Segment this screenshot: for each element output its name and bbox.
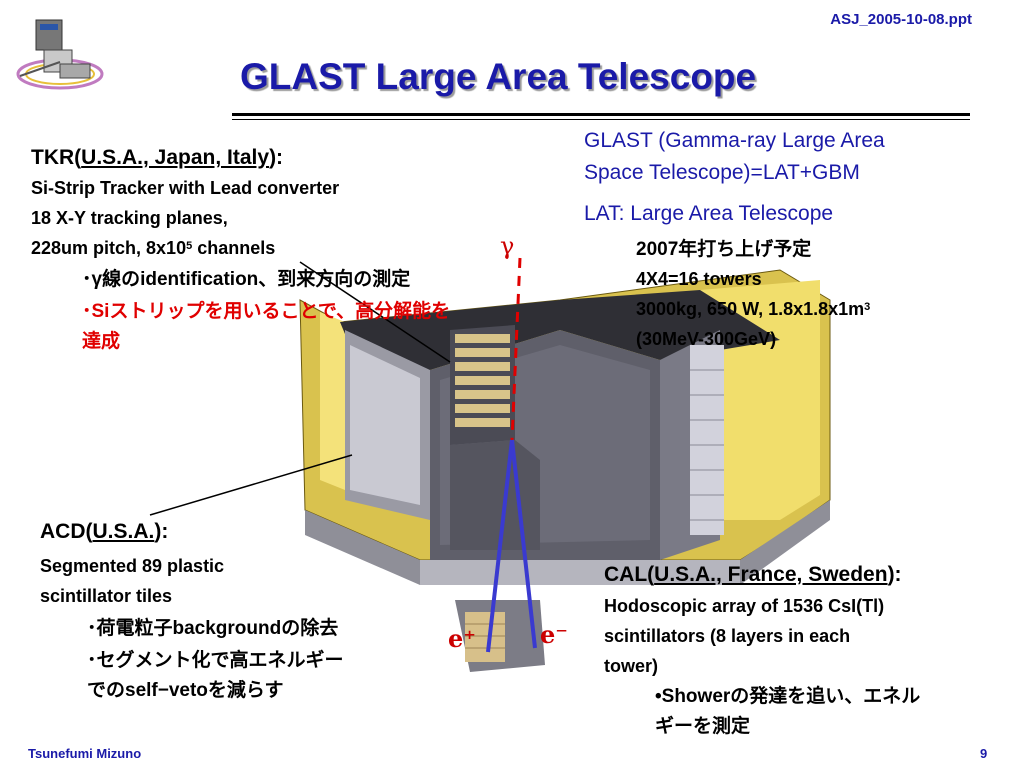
acd-heading: ACD(U.S.A.):	[40, 520, 169, 543]
acd-line2: scintillator tiles	[40, 586, 173, 606]
gamma-label: γ	[500, 232, 515, 260]
specs: 3000kg, 650 W, 1.8x1.8x1m3	[636, 299, 871, 319]
acd-bullet1: ･荷電粒子backgroundの除去	[87, 618, 339, 639]
tkr-line1: Si-Strip Tracker with Lead converter	[31, 178, 340, 198]
tkr-heading: TKR(U.S.A., Japan, Italy):	[31, 146, 284, 169]
tkr-line3: 228um pitch, 8x105 channels	[31, 238, 276, 258]
glast-line1: GLAST (Gamma-ray Large Area	[584, 129, 885, 152]
acd-line1: Segmented 89 plastic	[40, 556, 225, 576]
acd-bullet2: ･セグメント化で高エネルギー	[87, 650, 344, 671]
cal-bullet1-cont: ギーを測定	[655, 716, 751, 737]
tkr-bullet1: ･γ線のidentification、到来方向の測定	[82, 269, 411, 290]
tkr-bullet2-cont: 達成	[82, 331, 121, 352]
launch-date: 2007年打ち上げ予定	[636, 239, 812, 260]
tkr-bullet2: ･Siストリップを用いることで、高分解能を	[82, 301, 451, 322]
lat-label: LAT: Large Area Telescope	[584, 202, 834, 225]
file-name: ASJ_2005-10-08.ppt	[830, 11, 972, 28]
title-divider	[232, 113, 970, 116]
title-divider-thin	[232, 119, 970, 120]
satellite-logo-icon	[16, 19, 104, 90]
author-name: Tsunefumi Mizuno	[28, 746, 142, 761]
cal-line3: tower)	[604, 656, 658, 676]
acd-bullet2-cont: でのself−vetoを減らす	[87, 680, 284, 701]
glast-line2: Space Telescope)=LAT+GBM	[584, 161, 860, 184]
tkr-line2: 18 X-Y tracking planes,	[31, 208, 228, 228]
cal-bullet1: •Showerの発達を追い、エネル	[655, 686, 921, 707]
page-title: GLAST Large Area Telescope	[240, 56, 757, 97]
cal-line1: Hodoscopic array of 1536 CsI(Tl)	[604, 596, 885, 616]
towers-count: 4X4=16 towers	[636, 269, 762, 289]
energy-range: (30MeV-300GeV)	[636, 329, 777, 349]
positron-label: e⁺	[448, 624, 476, 653]
page-number: 9	[980, 746, 988, 761]
cal-heading: CAL(U.S.A., France, Sweden):	[604, 563, 902, 586]
electron-label: e⁻	[540, 620, 568, 649]
cal-line2: scintillators (8 layers in each	[604, 626, 851, 646]
